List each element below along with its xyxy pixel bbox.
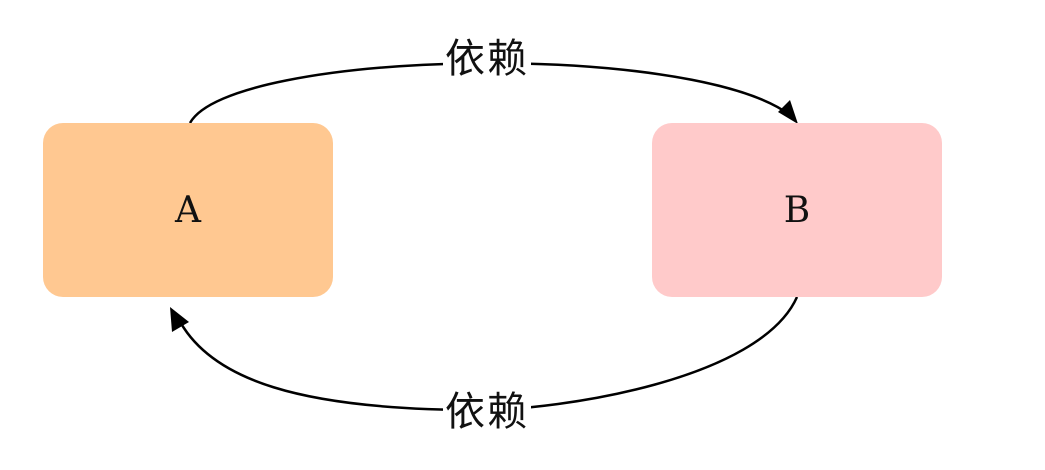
node-b-label: B (783, 189, 811, 231)
node-b[interactable]: B (652, 123, 942, 297)
edge-label-top: 依赖 (443, 36, 531, 82)
edge-label-bottom: 依赖 (443, 389, 531, 435)
node-a-label: A (175, 189, 201, 231)
arrowhead-to-a-icon (170, 307, 189, 332)
node-a[interactable]: A (43, 123, 333, 297)
arrowhead-to-b-icon (778, 100, 798, 124)
